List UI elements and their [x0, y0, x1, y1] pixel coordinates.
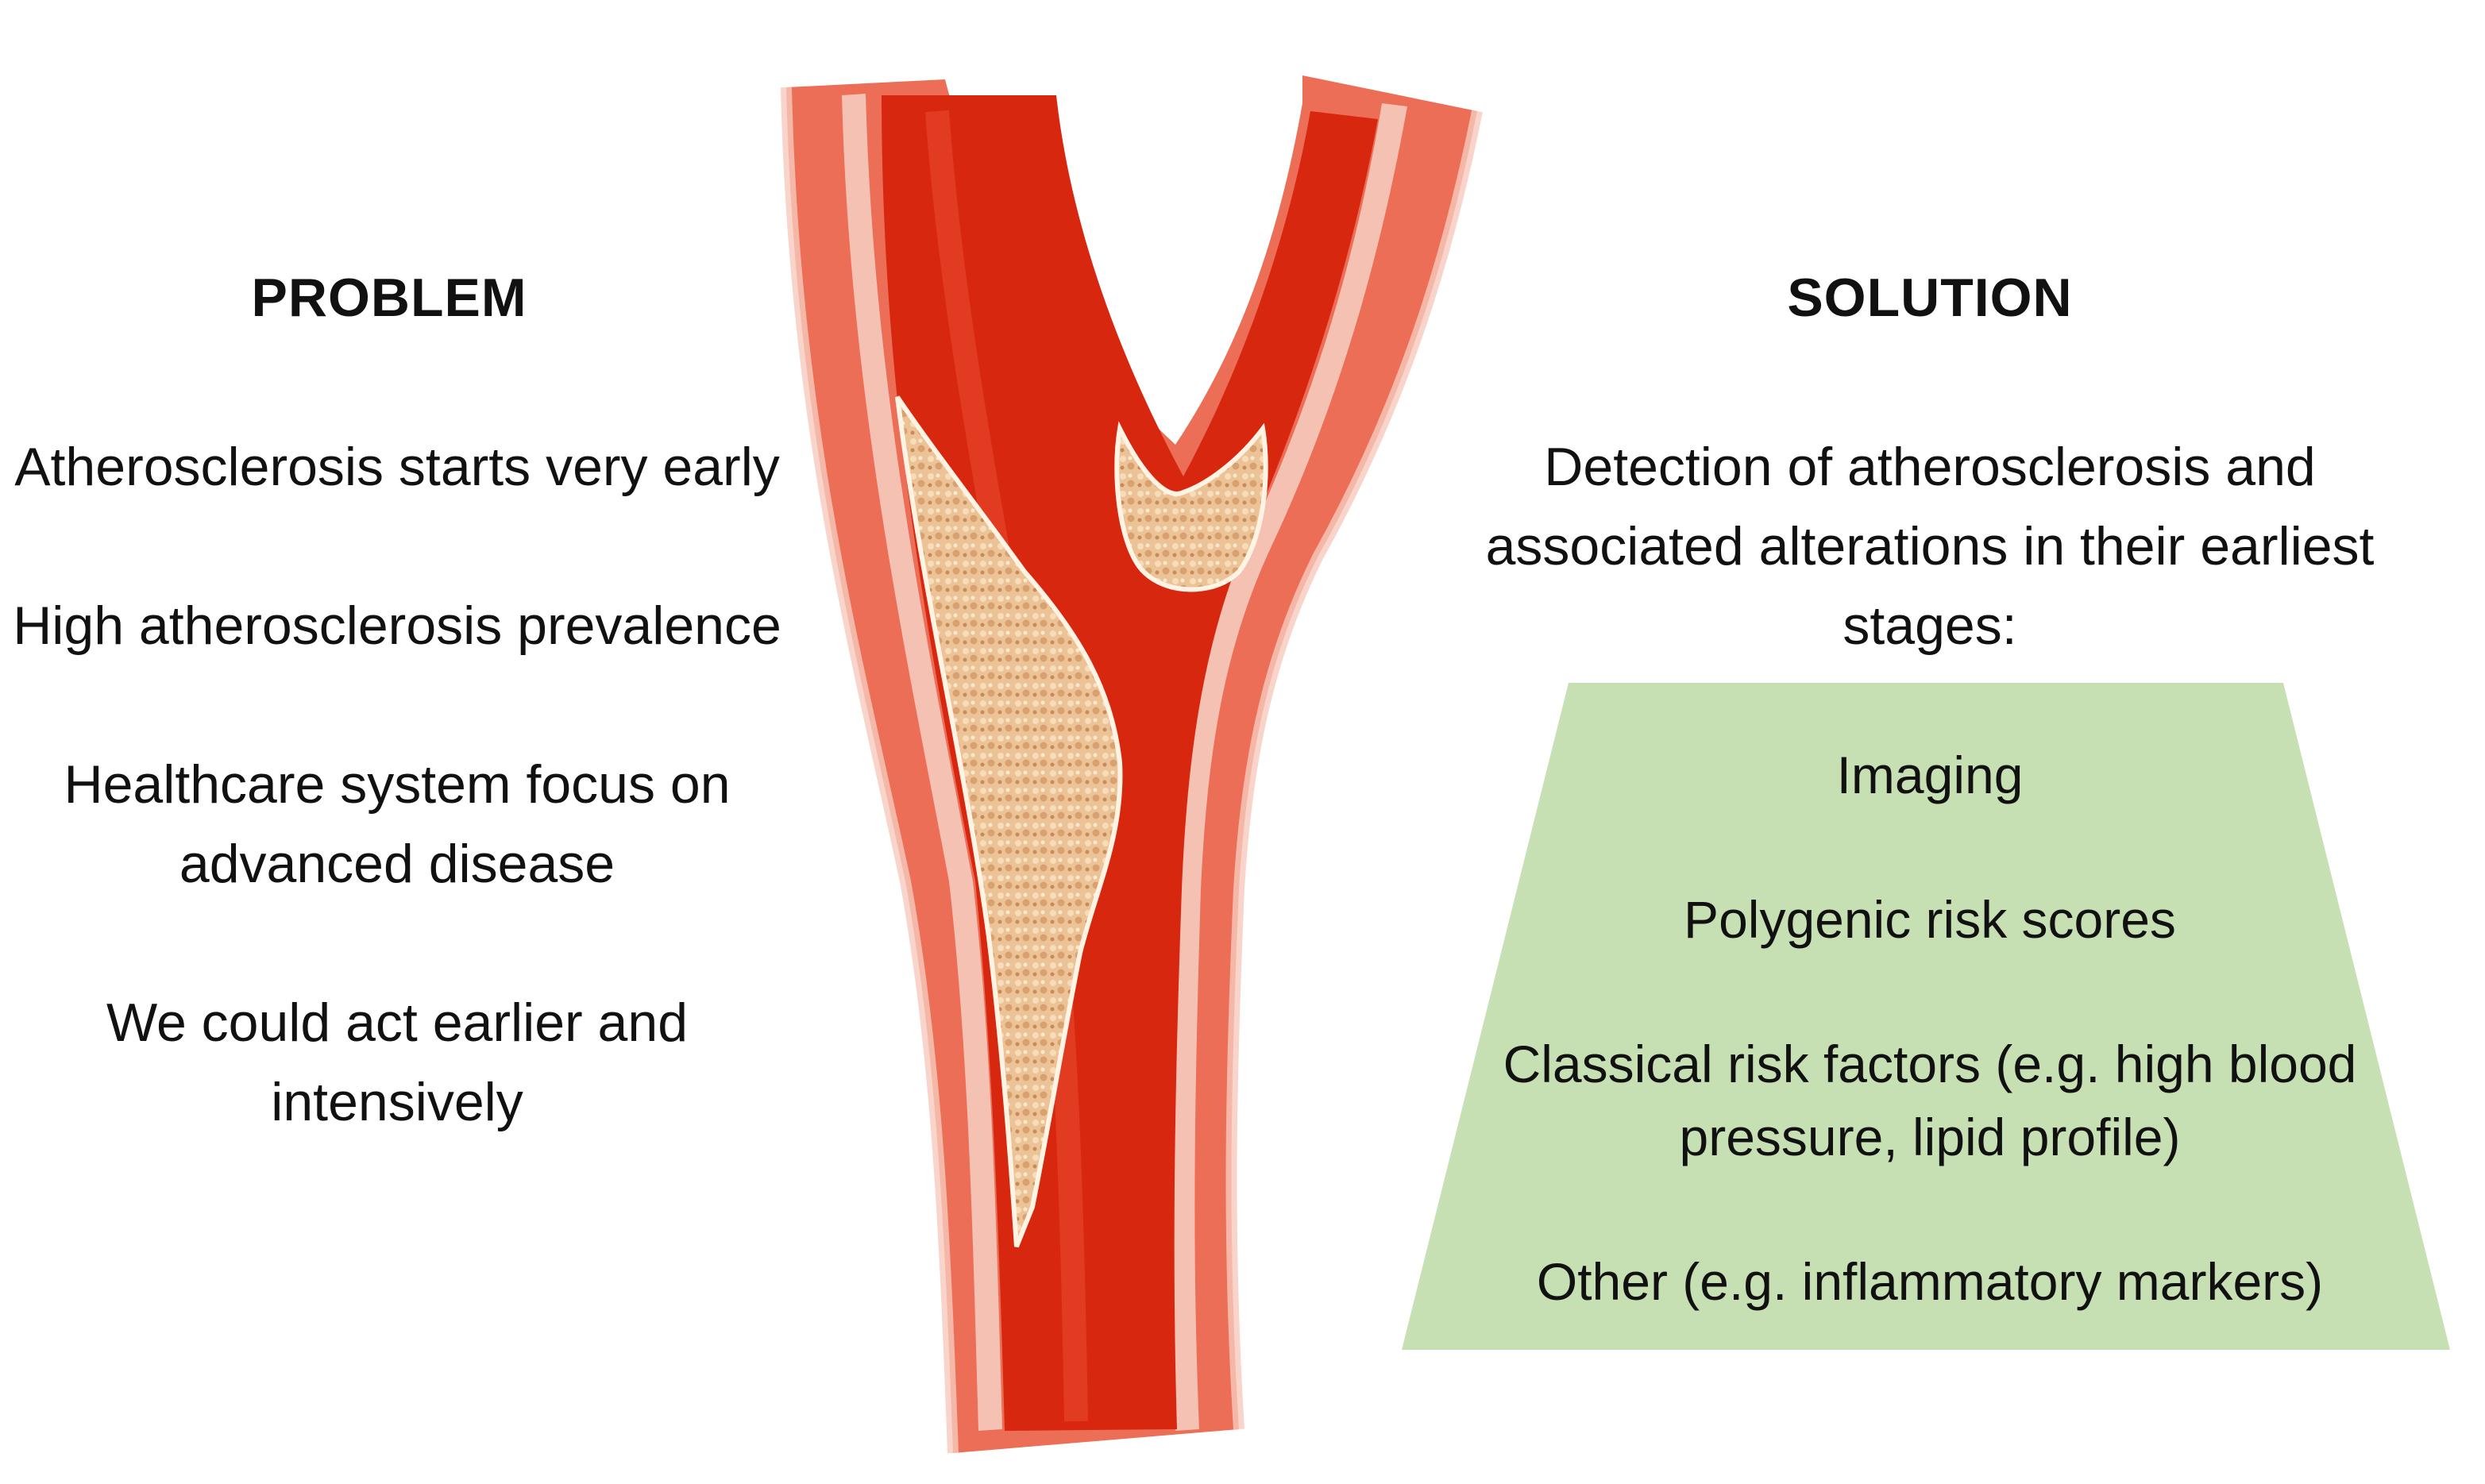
- problem-list: Atherosclerosis starts very early High a…: [8, 427, 786, 1142]
- problem-item: High atherosclerosis prevalence: [13, 596, 781, 656]
- vessel-wall-left-layer: [842, 94, 1002, 1431]
- solution-item: Polygenic risk scores: [1684, 890, 2176, 949]
- solution-heading: SOLUTION: [1787, 268, 2073, 328]
- solution-item: Classical risk factors (e.g. high blood …: [1503, 1035, 2357, 1166]
- plaque-left-wall: [895, 395, 1123, 1248]
- solution-list: Imaging Polygenic risk scores Classical …: [1461, 738, 2398, 1318]
- solution-item: Imaging: [1836, 746, 2024, 804]
- problem-heading: PROBLEM: [251, 268, 527, 328]
- vessel-wall-right-layer: [1171, 103, 1407, 1431]
- solution-intro: Detection of atherosclerosis and associa…: [1485, 437, 2375, 656]
- problem-item: Atherosclerosis starts very early: [14, 437, 780, 497]
- problem-item: We could act earlier and intensively: [106, 993, 689, 1132]
- vessel-edge-right: [1225, 110, 1483, 1430]
- problem-item: Healthcare system focus on advanced dise…: [64, 754, 731, 894]
- vessel-edge-left: [781, 87, 959, 1454]
- solution-item: Other (e.g. inflammatory markers): [1536, 1252, 2324, 1311]
- plaque-bifurcation: [1114, 421, 1268, 592]
